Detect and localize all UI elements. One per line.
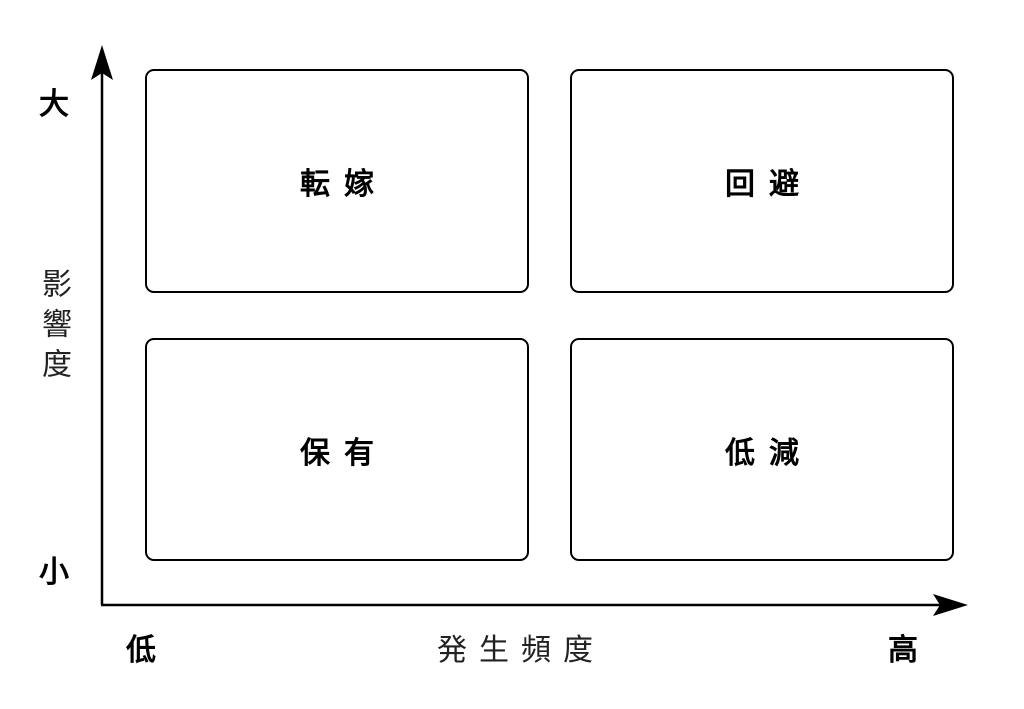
quadrant-label: 低減 <box>725 435 813 471</box>
x-axis-title: 発生頻度 <box>437 633 605 668</box>
x-axis-low-label: 低 <box>126 633 156 668</box>
quadrant-label: 転嫁 <box>300 167 388 202</box>
y-axis-high-label: 大 <box>39 87 69 122</box>
quadrant-bottom-right: 低減 <box>570 338 954 561</box>
y-axis-arrowhead <box>91 45 113 80</box>
quadrant-bottom-left: 保有 <box>145 338 529 561</box>
quadrant-label: 回避 <box>725 167 813 202</box>
y-axis-title: 影響度 <box>36 268 71 388</box>
quadrant-label: 保有 <box>300 435 388 471</box>
quadrant-top-left: 転嫁 <box>145 69 529 293</box>
y-axis-low-label: 小 <box>39 555 69 590</box>
quadrant-top-right: 回避 <box>570 69 954 293</box>
x-axis-arrowhead <box>933 594 968 616</box>
x-axis-high-label: 高 <box>888 633 918 668</box>
